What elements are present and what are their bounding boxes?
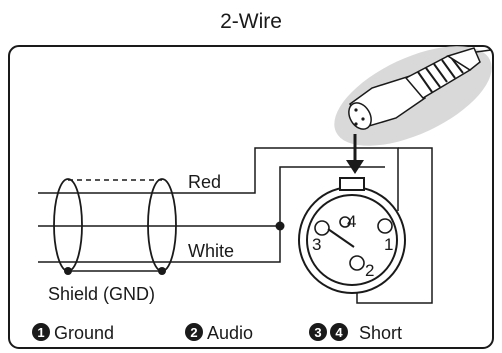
legend-short: 3 4 Short (309, 323, 402, 343)
label-white: White (188, 241, 234, 261)
junction-node (275, 221, 285, 231)
legend-audio: 2 Audio (185, 323, 253, 343)
shield-node-right (158, 267, 166, 275)
pin-label-1: 1 (384, 235, 393, 254)
legend-badge-4: 4 (335, 325, 343, 340)
legend-badge-3: 3 (314, 325, 321, 340)
shield-node-left (64, 267, 72, 275)
label-red: Red (188, 172, 221, 192)
pin-label-2: 2 (365, 261, 374, 280)
legend: 1 Ground 2 Audio 3 4 Short (32, 323, 402, 343)
xlr-connector: 3 4 1 2 (298, 177, 406, 294)
legend-text-audio: Audio (207, 323, 253, 343)
legend-text-short: Short (359, 323, 402, 343)
diagram-frame (8, 45, 494, 349)
pin-label-3: 3 (312, 235, 321, 254)
diagram-title: 2-Wire (220, 10, 282, 33)
legend-ground: 1 Ground (32, 323, 114, 343)
legend-text-ground: Ground (54, 323, 114, 343)
xlr-plug-icon (334, 46, 492, 146)
legend-badge-1: 1 (37, 325, 44, 340)
label-shield: Shield (GND) (48, 284, 155, 304)
pin-label-4: 4 (347, 212, 356, 231)
legend-badge-2: 2 (190, 325, 197, 340)
